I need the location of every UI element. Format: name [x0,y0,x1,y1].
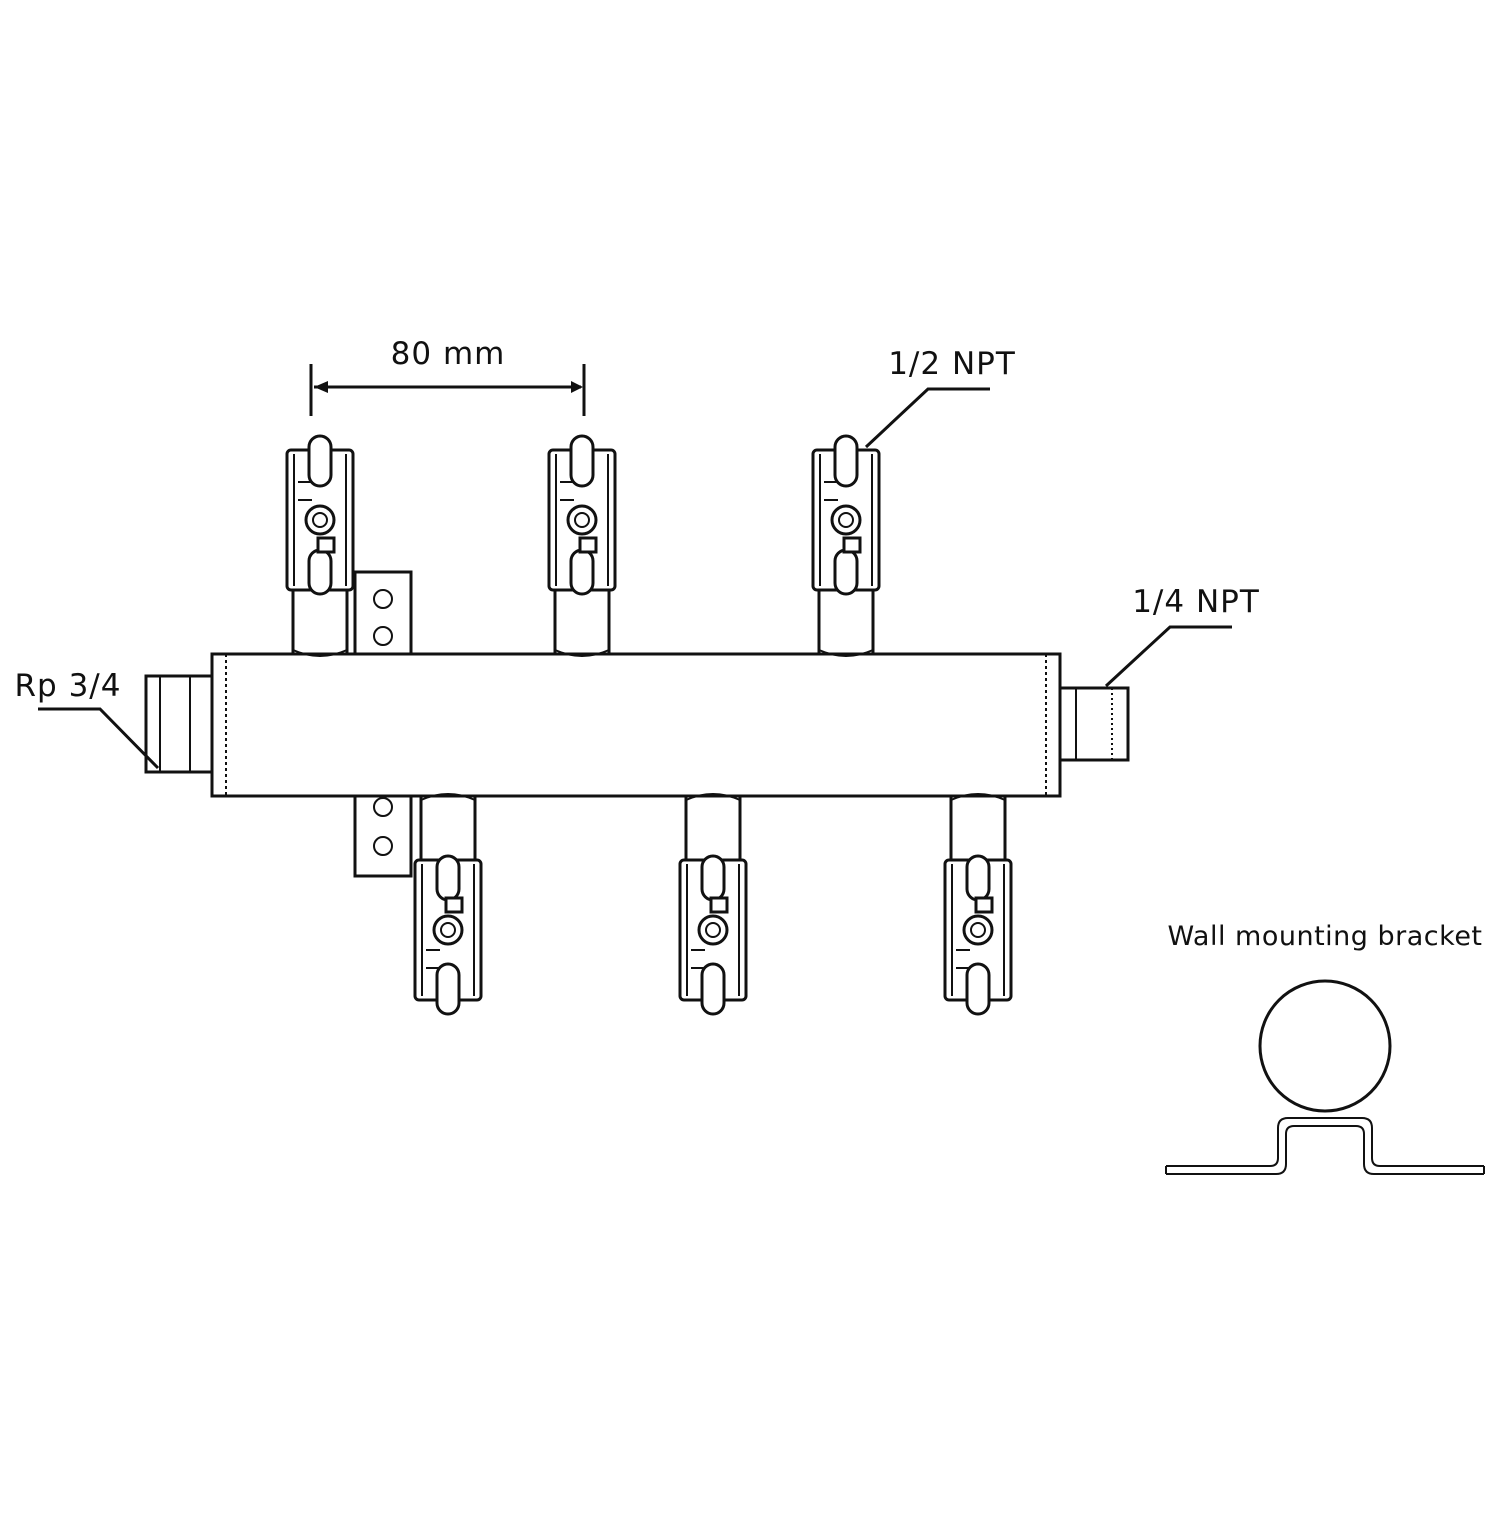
bottom-outlets [413,793,1013,1016]
valve-top-3 [811,434,881,657]
gauge-port-label: 1/4 NPT [1132,584,1260,620]
bracket-plate-top [353,570,413,656]
valve-bottom-1 [413,793,483,1016]
bracket-caption: Wall mounting bracket [1167,921,1482,952]
gauge-port-callout: 1/4 NPT [1104,584,1260,688]
inlet-thread-label: Rp 3/4 [15,668,122,704]
gauge-port-fitting [1058,686,1130,762]
outlet-thread-label: 1/2 NPT [888,346,1016,382]
bracket-detail: Wall mounting bracket [1165,921,1485,1175]
inlet-fitting [144,674,214,774]
inlet-thread-callout: Rp 3/4 [15,668,160,770]
top-outlets [285,434,881,657]
spacing-dimension: 80 mm [309,336,586,416]
valve-top-2 [547,434,617,657]
spacing-label: 80 mm [391,336,506,372]
valve-bottom-3 [943,793,1013,1016]
bracket-plate-bottom [353,794,413,878]
manifold-body [210,652,1062,798]
outlet-thread-callout: 1/2 NPT [864,346,1016,449]
valve-bottom-2 [678,793,748,1016]
valve-top-1 [285,434,355,657]
